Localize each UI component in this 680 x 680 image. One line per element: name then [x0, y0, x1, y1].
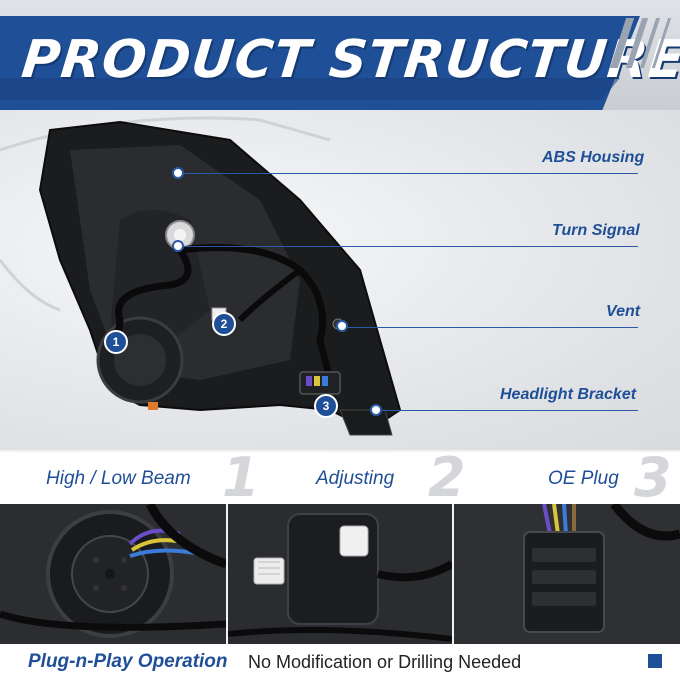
- callout-line-turn-signal: [178, 246, 638, 247]
- feature-number-1: 1: [222, 446, 260, 509]
- feature-label-adjusting: Adjusting: [316, 468, 395, 489]
- callout-dot-vent: [336, 320, 348, 332]
- title-banner-shade: [0, 78, 620, 100]
- footer-square-icon: [648, 654, 662, 668]
- feature-number-3: 3: [634, 446, 672, 509]
- callout-line-headlight-bracket: [376, 410, 638, 411]
- callout-headlight-bracket: Headlight Bracket: [500, 386, 637, 403]
- feature-label-high-low-beam: High / Low Beam: [46, 468, 191, 489]
- detail-photo-oe-plug: [454, 504, 680, 644]
- callout-abs-housing: ABS Housing: [542, 149, 645, 166]
- badge-1: 1: [104, 330, 128, 354]
- callout-turn-signal: Turn Signal: [552, 222, 640, 239]
- callout-dot-abs-housing: [172, 167, 184, 179]
- headlight-rear-illustration: [0, 116, 402, 436]
- callout-dot-headlight-bracket: [370, 404, 382, 416]
- footer-subtext: No Modification or Drilling Needed: [248, 652, 522, 672]
- feature-label-oe-plug: OE Plug: [548, 468, 619, 489]
- callout-vent: Vent: [606, 303, 641, 320]
- badge-3: 3: [314, 394, 338, 418]
- callout-dot-turn-signal: [172, 240, 184, 252]
- feature-number-2: 2: [428, 446, 466, 509]
- detail-photo-adjusting: [228, 504, 452, 644]
- callout-line-abs-housing: [178, 173, 638, 174]
- callout-line-vent: [342, 327, 638, 328]
- footer-bar: [0, 644, 680, 680]
- badge-2: 2: [212, 312, 236, 336]
- feature-strip: [0, 452, 680, 504]
- page-title: PRODUCT STRUCTURE: [18, 30, 680, 90]
- footer-headline: Plug-n-Play Operation: [28, 651, 228, 672]
- detail-photo-high-low-beam: [0, 504, 226, 644]
